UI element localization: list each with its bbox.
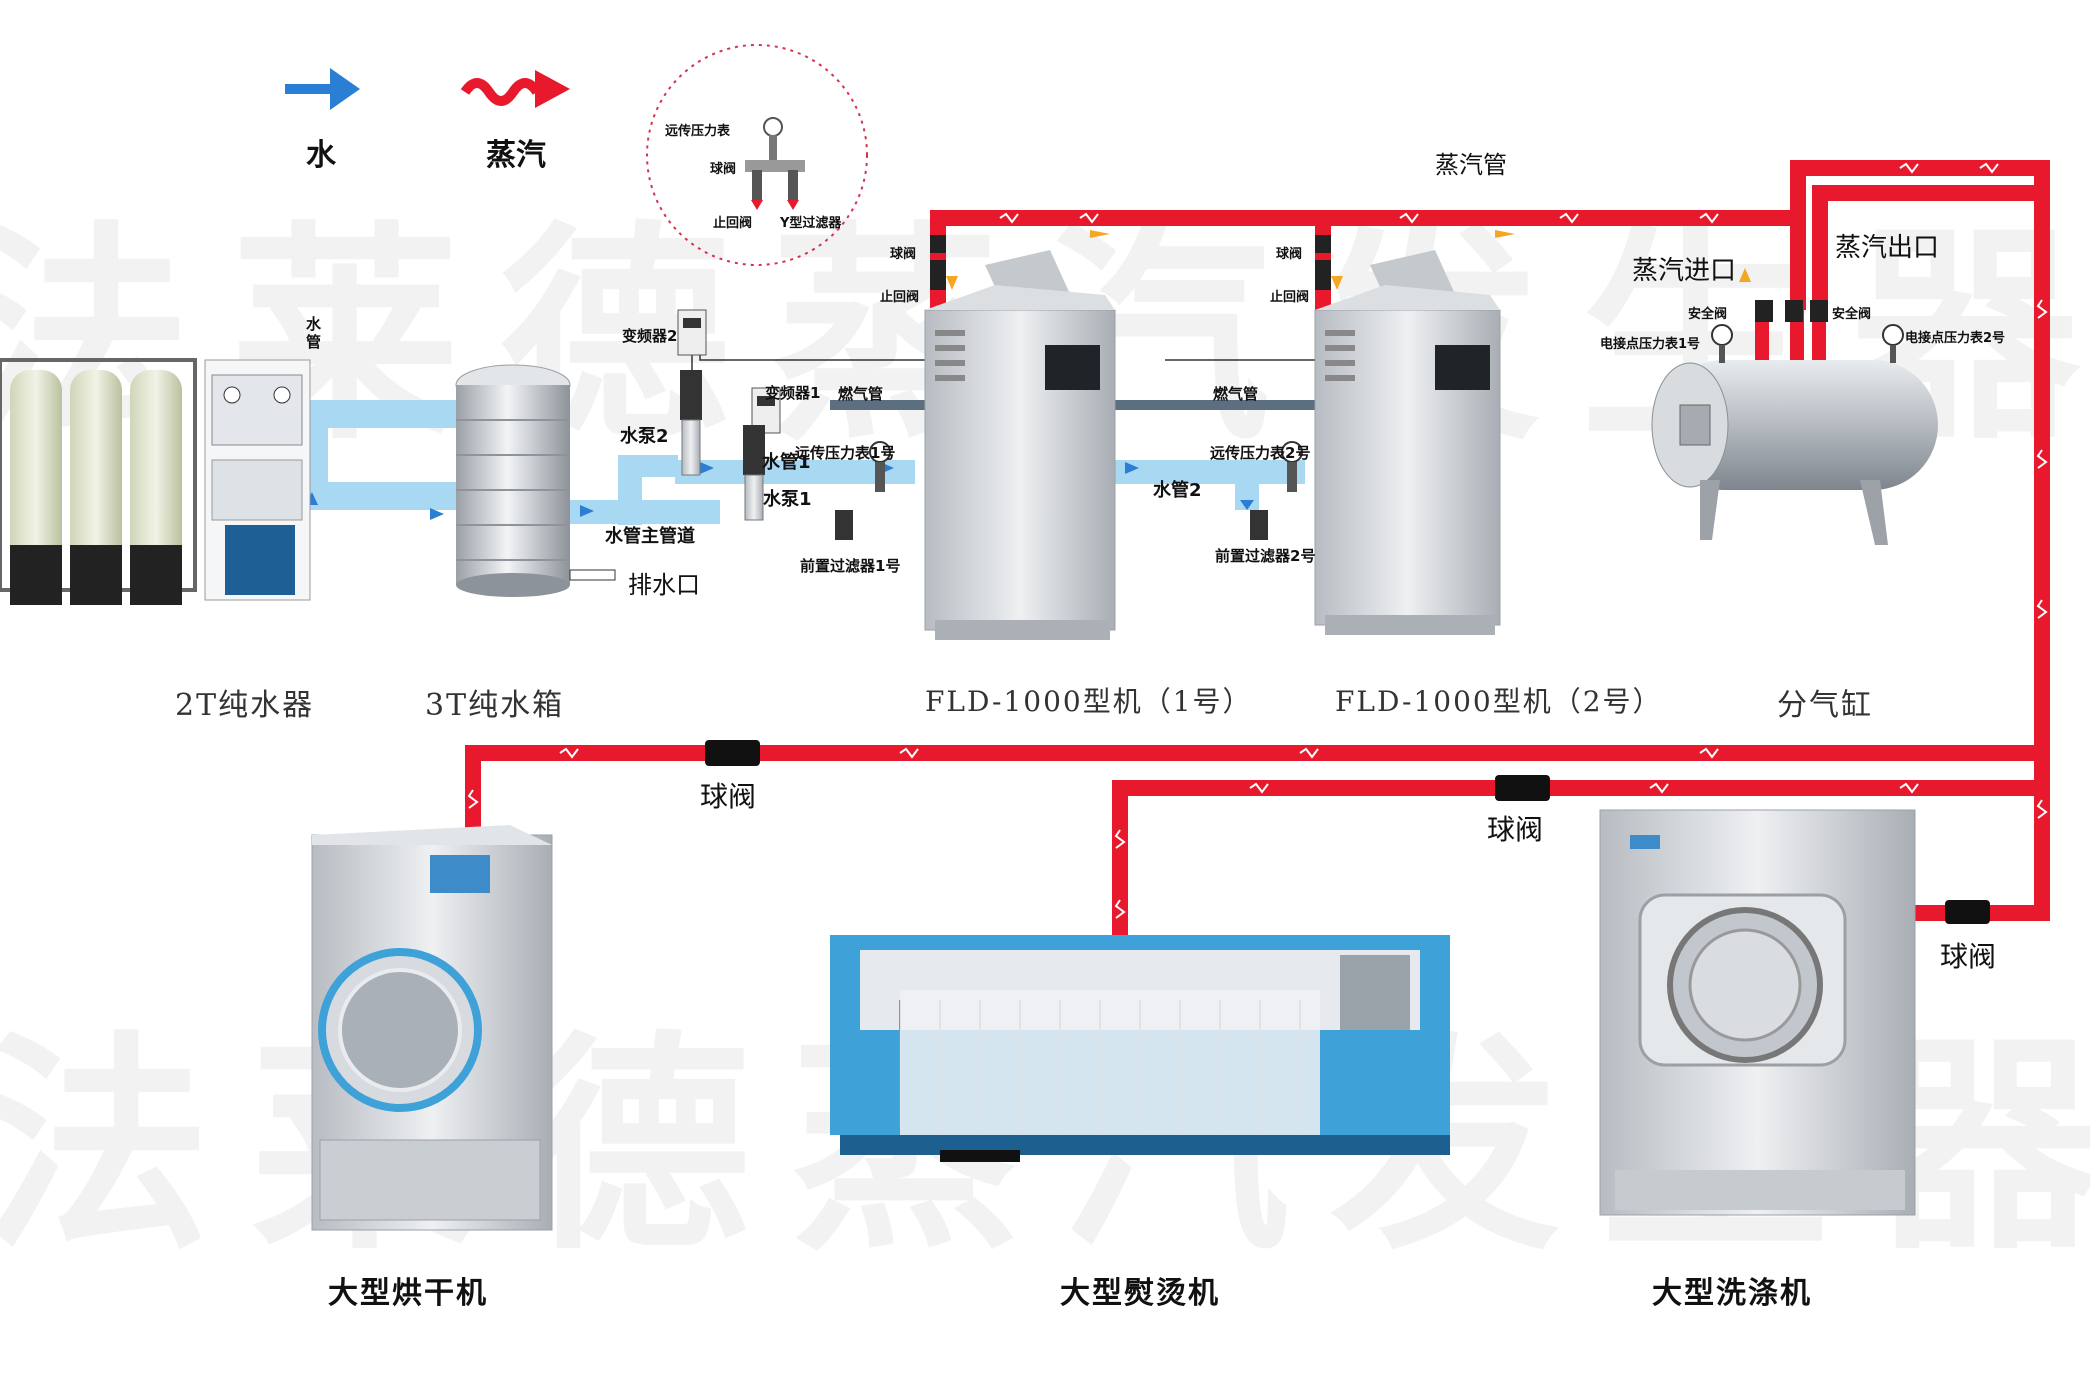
industrial-washer — [1599, 809, 1916, 1216]
main-water-pipe-label: 水管主管道 — [605, 526, 695, 547]
water-tank — [455, 364, 616, 597]
filter2-label: 前置过滤器2号 — [1215, 547, 1316, 565]
contact-gauge1-label: 电接点压力表1号 — [1600, 337, 1701, 352]
legend-steam-arrow — [460, 70, 570, 108]
pump-assembly — [677, 309, 1303, 540]
steam-generator-2 — [1314, 250, 1501, 635]
valve-inset — [646, 44, 868, 266]
safety-valve2-label: 安全阀 — [1832, 307, 1872, 322]
ball-valve-ironer-label: 球阀 — [1487, 813, 1544, 846]
ball-valve-dryer-label: 球阀 — [700, 780, 757, 813]
filter1-label: 前置过滤器1号 — [800, 557, 901, 575]
industrial-ironer — [830, 935, 1450, 1162]
gen2-ball-valve-label: 球阀 — [1276, 247, 1303, 262]
industrial-dryer — [311, 825, 553, 1231]
water-pipe-label: 水管 — [306, 315, 322, 351]
generator2-caption: FLD-1000型机（2号） — [1335, 685, 1663, 718]
steam-pipe-label: 蒸汽管 — [1435, 151, 1507, 179]
steam-inlet-label: 蒸汽进口 — [1632, 256, 1737, 286]
dryer-caption: 大型烘干机 — [328, 1276, 488, 1311]
inset-valve-label: 球阀 — [710, 162, 737, 177]
water-pipe2-label: 水管2 — [1153, 480, 1202, 501]
water-purifier — [0, 358, 311, 605]
gas-pipes — [830, 400, 1315, 410]
purifier-caption: 2T纯水器 — [175, 688, 315, 723]
safety-valve1-label: 安全阀 — [1688, 307, 1728, 322]
generator-valves — [930, 235, 1331, 290]
steam-header — [1651, 300, 1938, 545]
gauge1-label: 远传压力表1号 — [795, 444, 896, 462]
vfd2-label: 变频器2 — [622, 327, 678, 345]
inset-gauge-label: 远传压力表 — [665, 124, 731, 139]
legend-water-label: 水 — [306, 138, 336, 173]
ironer-caption: 大型熨烫机 — [1060, 1276, 1220, 1311]
steam-markers — [467, 162, 2048, 919]
pump1-label: 水泵1 — [763, 489, 812, 510]
gas-pipe2-label: 燃气管 — [1213, 385, 1259, 403]
steam-outlet-label: 蒸汽出口 — [1835, 233, 1940, 263]
ball-valves — [705, 740, 1990, 924]
generator1-caption: FLD-1000型机（1号） — [925, 685, 1253, 718]
legend-water-arrow — [285, 68, 360, 110]
pump2-label: 水泵2 — [620, 426, 669, 447]
gauge2-label: 远传压力表2号 — [1210, 444, 1311, 462]
drain-label: 排水口 — [628, 571, 700, 599]
steam-flow-arrows — [946, 230, 1751, 290]
header-caption: 分气缸 — [1777, 688, 1873, 723]
steam-generator-1 — [924, 250, 1116, 640]
gen1-check-valve-label: 止回阀 — [880, 290, 920, 305]
gas-pipe1-label: 燃气管 — [838, 385, 884, 403]
inset-filter-label: Y型过滤器 — [780, 216, 842, 231]
washer-caption: 大型洗涤机 — [1652, 1276, 1812, 1311]
tank-caption: 3T纯水箱 — [425, 688, 565, 723]
ball-valve-washer-label: 球阀 — [1940, 940, 1997, 973]
legend-steam-label: 蒸汽 — [486, 138, 546, 173]
water-pipe1-label: 水管1 — [762, 452, 811, 473]
gen1-ball-valve-label: 球阀 — [890, 247, 917, 262]
gen2-check-valve-label: 止回阀 — [1270, 290, 1310, 305]
inset-check-label: 止回阀 — [713, 216, 753, 231]
contact-gauge2-label: 电接点压力表2号 — [1905, 331, 2006, 346]
vfd1-label: 变频器1 — [765, 384, 821, 402]
